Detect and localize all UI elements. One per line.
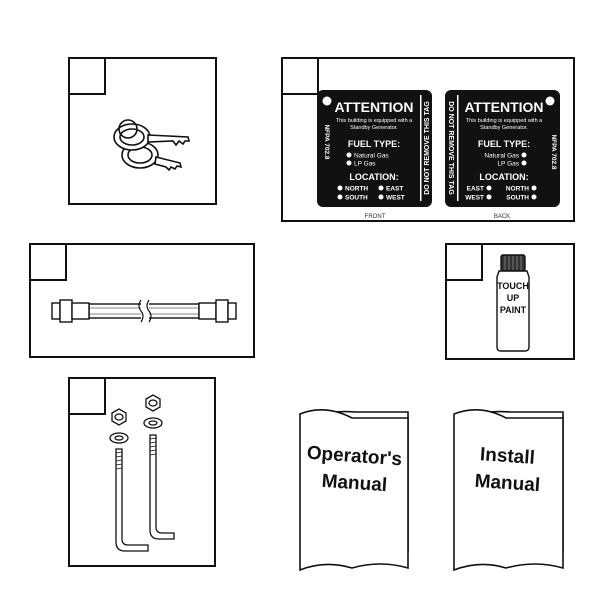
tag-location: LOCATION: — [479, 172, 528, 182]
front-tag: ATTENTION This building is equipped with… — [317, 90, 432, 207]
item-checkbox — [281, 57, 319, 95]
back-tag: DO NOT REMOVE THIS TAG ATTENTION This bu… — [445, 90, 560, 207]
tag-direction: NORTH — [345, 186, 368, 193]
touch-up-paint-panel: TOUCH UP PAINT — [445, 243, 575, 360]
back-caption: BACK — [494, 214, 510, 220]
tag-do-not-remove: DO NOT REMOVE THIS TAG — [447, 101, 454, 195]
tag-direction: EAST — [386, 186, 403, 193]
paint-label-line2: UP — [507, 293, 520, 303]
install-manual-title-1: Install — [479, 444, 535, 469]
nut-icon — [111, 394, 161, 426]
tag-subtitle-1: This building is equipped with a — [466, 118, 543, 124]
tag-fuel-option: Natural Gas — [484, 153, 519, 160]
item-checkbox — [68, 377, 106, 415]
item-checkbox — [29, 243, 67, 281]
tag-fuel-option: Natural Gas — [354, 153, 389, 160]
paint-label-line3: PAINT — [500, 305, 527, 315]
tag-direction: EAST — [467, 186, 484, 193]
item-checkbox — [445, 243, 483, 281]
tag-direction: WEST — [386, 195, 405, 202]
item-checkbox — [68, 57, 106, 95]
tag-attention: ATTENTION — [464, 99, 543, 115]
paint-bottle-icon — [496, 254, 530, 352]
tag-fuel-type: FUEL TYPE: — [478, 139, 530, 149]
tag-direction: SOUTH — [345, 195, 368, 202]
keys-panel — [68, 57, 217, 205]
anchor-bolts-panel — [68, 377, 216, 567]
install-manual-title-2: Manual — [474, 471, 541, 497]
tag-location: LOCATION: — [349, 172, 398, 182]
operators-manual — [299, 409, 409, 572]
tag-nfpa: NFPA 702.8 — [550, 134, 557, 169]
paint-label-line1: TOUCH — [497, 281, 529, 291]
operators-manual-title-1: Operator's — [306, 443, 403, 471]
front-caption: FRONT — [365, 214, 386, 220]
tag-do-not-remove: DO NOT REMOVE THIS TAG — [424, 101, 431, 195]
tag-direction: SOUTH — [506, 195, 529, 202]
j-bolt-icon — [115, 434, 175, 552]
tag-subtitle-2: Standby Generator. — [350, 125, 398, 131]
tag-fuel-option: LP Gas — [354, 161, 376, 168]
operators-manual-title-2: Manual — [321, 471, 388, 497]
fuel-hose-icon — [51, 299, 237, 323]
keys-icon — [113, 119, 191, 172]
tag-subtitle-2: Standby Generator. — [480, 125, 528, 131]
install-manual — [453, 409, 564, 572]
tag-fuel-option: LP Gas — [497, 161, 519, 168]
tag-direction: WEST — [465, 195, 484, 202]
tag-direction: NORTH — [506, 186, 529, 193]
fuel-hose-panel — [29, 243, 255, 358]
tag-nfpa: NFPA 702.8 — [323, 124, 330, 159]
tag-attention: ATTENTION — [334, 99, 413, 115]
tag-subtitle-1: This building is equipped with a — [336, 118, 413, 124]
washer-icon — [109, 417, 163, 444]
tag-fuel-type: FUEL TYPE: — [348, 139, 400, 149]
tags-panel: ATTENTION This building is equipped with… — [281, 57, 575, 222]
